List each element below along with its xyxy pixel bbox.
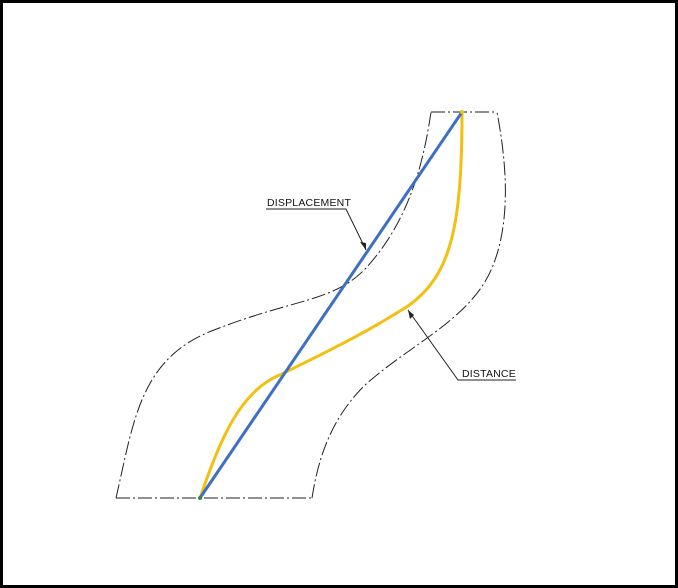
displacement-leader	[266, 208, 367, 251]
displacement-label: DISPLACEMENT	[267, 197, 351, 209]
displacement-line	[198, 110, 464, 500]
start-point	[198, 496, 202, 500]
distance-label: DISTANCE	[462, 368, 516, 380]
channel-boundary	[115, 111, 506, 499]
distance-path	[198, 110, 464, 500]
left-boundary-curve	[115, 111, 432, 499]
distance-leader	[407, 309, 516, 381]
end-point	[460, 110, 464, 114]
right-boundary-curve	[311, 111, 506, 499]
